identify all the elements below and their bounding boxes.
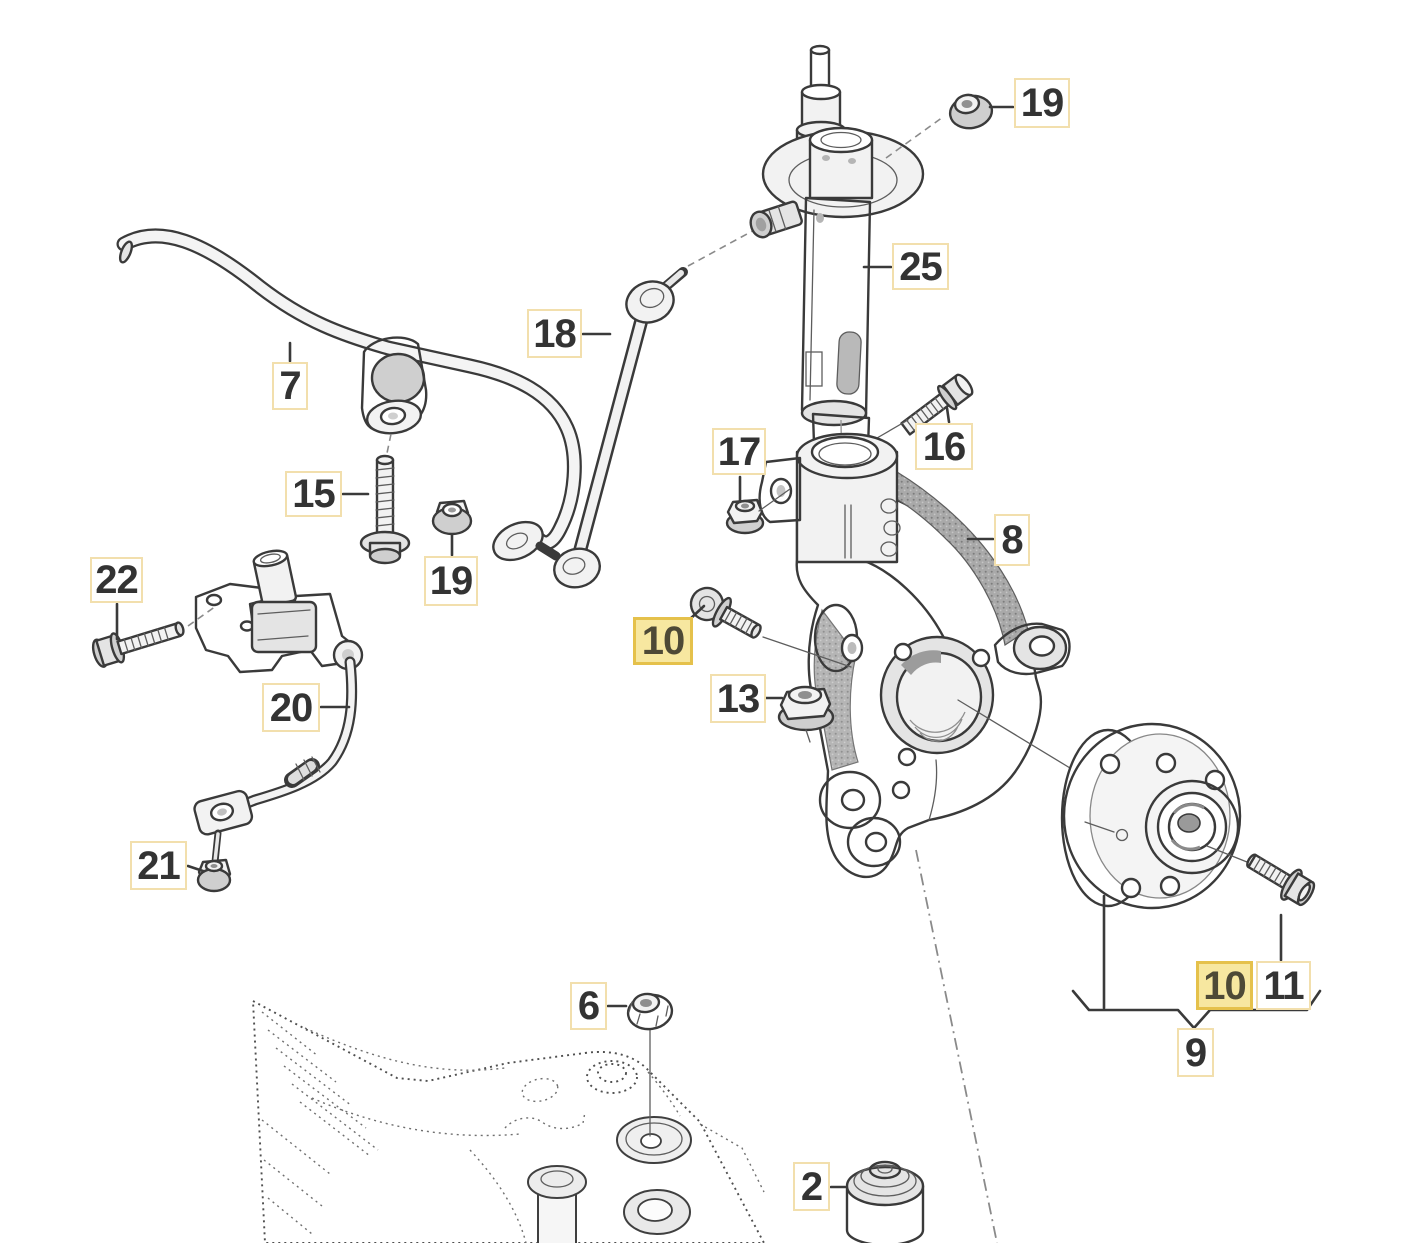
clamp-bolt-15	[359, 433, 411, 565]
callout-19-clamp-nut[interactable]: 19	[424, 556, 478, 606]
callout-11-hub-bolt[interactable]: 11	[1256, 961, 1311, 1010]
callout-16-clamp-bolt[interactable]: 16	[915, 423, 973, 470]
callout-7-stab-bar[interactable]: 7	[272, 362, 308, 410]
flange-nut-17	[725, 488, 791, 535]
callout-15-clamp-bolt[interactable]: 15	[285, 471, 342, 517]
stabilizer-link	[535, 227, 759, 589]
hub-bolt-11	[1246, 853, 1316, 907]
callout-25-strut[interactable]: 25	[892, 243, 949, 290]
subframe-nut-6	[626, 992, 674, 1137]
reference-line-knuckle-to-arm	[915, 849, 998, 1243]
stabilizer-bar	[116, 228, 582, 562]
callout-6-subframe-nut[interactable]: 6	[570, 982, 607, 1030]
callout-9-hub-assembly[interactable]: 9	[1177, 1028, 1214, 1077]
strut	[749, 44, 944, 554]
leader-lines	[115, 105, 1322, 1189]
callout-8-knuckle[interactable]: 8	[994, 514, 1030, 566]
control-arm-bushing-2	[845, 1160, 925, 1243]
linkage-nut-21	[196, 858, 232, 893]
callout-10-pinch-bolt[interactable]: 10	[633, 617, 693, 665]
callout-19-strut-nut[interactable]: 19	[1014, 78, 1070, 128]
strut-clamp-bolt-16	[876, 373, 974, 439]
callout-2-bushing[interactable]: 2	[793, 1162, 830, 1211]
level-sensor-bolt-22	[91, 605, 217, 668]
subframe	[252, 1000, 765, 1243]
level-sensor-linkage-20	[193, 656, 358, 866]
stabilizer-bar-clamp	[360, 336, 428, 435]
callout-22-sensor-bolt[interactable]: 22	[90, 557, 143, 603]
flange-nut-13	[777, 685, 835, 743]
steering-knuckle	[758, 432, 1071, 879]
strut-top-nut-19	[948, 93, 994, 130]
callout-20-sensor-link[interactable]: 20	[262, 683, 320, 732]
level-sensor	[194, 549, 364, 674]
callout-17-nut[interactable]: 17	[712, 428, 766, 475]
callout-18-stab-link[interactable]: 18	[527, 309, 582, 358]
clamp-nut-19	[431, 499, 473, 536]
callout-21-link-nut[interactable]: 21	[130, 841, 187, 890]
callout-10-hub-bolt[interactable]: 10	[1196, 961, 1253, 1010]
wheel-hub-bearing	[957, 699, 1248, 910]
callout-13-nut[interactable]: 13	[710, 674, 766, 723]
